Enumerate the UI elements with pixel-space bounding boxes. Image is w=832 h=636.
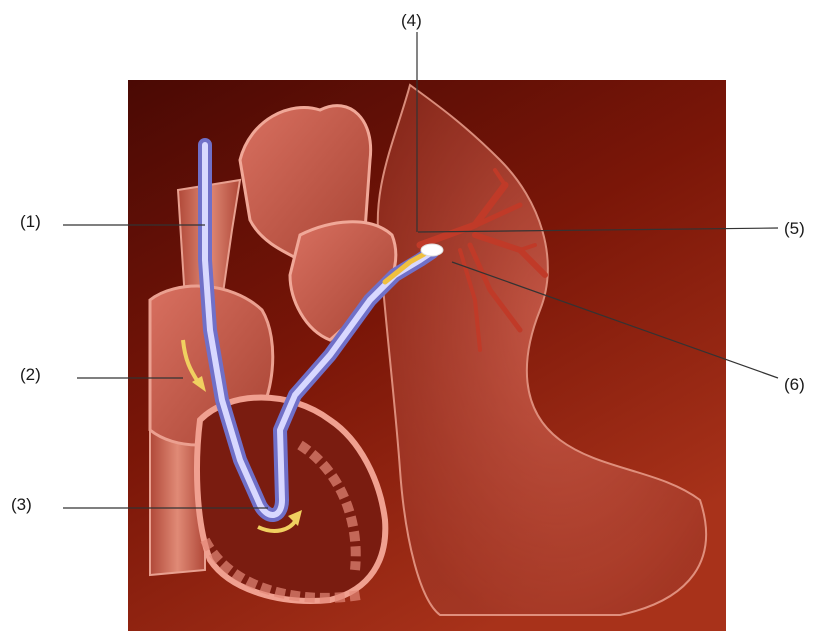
callout-6: (6): [784, 376, 805, 393]
callout-3: (3): [11, 496, 32, 513]
callout-4: (4): [401, 12, 422, 29]
callout-1: (1): [20, 213, 41, 230]
callout-2: (2): [20, 366, 41, 383]
balloon: [421, 244, 443, 256]
callout-5: (5): [784, 220, 805, 237]
